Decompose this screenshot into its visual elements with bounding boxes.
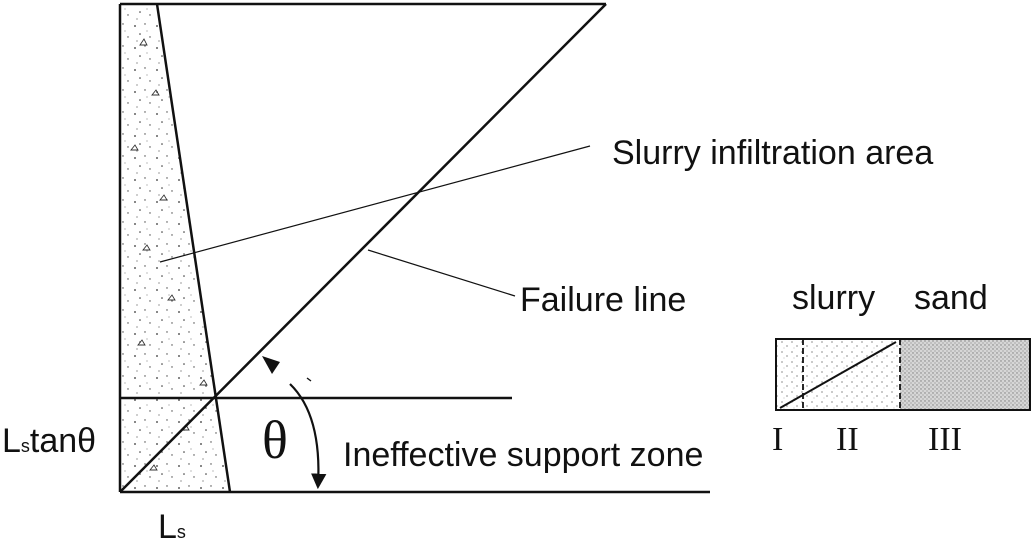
failure-line-label: Failure line xyxy=(520,281,686,319)
legend-zone-1: I xyxy=(772,421,783,458)
theta-arc-start-arrow xyxy=(262,356,280,374)
ls-L: L xyxy=(158,508,177,546)
legend-slurry-label: slurry xyxy=(792,279,875,317)
failure-line xyxy=(119,3,607,493)
ls-tan-theta-sub: s xyxy=(21,436,30,456)
ls-label: Ls xyxy=(158,508,186,546)
ls-tan-theta-L: L xyxy=(2,422,21,460)
legend-zone-2: II xyxy=(836,421,859,458)
legend-sand-fill xyxy=(900,339,1030,410)
theta-arc xyxy=(289,383,327,490)
legend-frame xyxy=(775,338,1031,411)
slurry-wall xyxy=(120,4,230,492)
failure-line-leader xyxy=(367,249,516,297)
ls-sub: s xyxy=(177,522,186,542)
wall-inner-edge xyxy=(155,3,232,493)
legend-zone-3: III xyxy=(928,421,962,458)
legend-diagonal xyxy=(779,341,897,409)
tick-mark xyxy=(306,377,312,382)
ls-tan-theta-label: Lstanθ xyxy=(2,422,96,460)
ineffective-support-zone-label: Ineffective support zone xyxy=(343,436,703,474)
ls-tan-theta-tan: tanθ xyxy=(30,422,96,460)
theta-symbol: θ xyxy=(262,410,288,470)
slurry-infiltration-area-label: Slurry infiltration area xyxy=(612,134,933,172)
slurry-infiltration-leader xyxy=(159,145,591,263)
legend-sand-label: sand xyxy=(914,279,988,317)
legend-inset: slurry sand I II III xyxy=(772,279,1031,458)
